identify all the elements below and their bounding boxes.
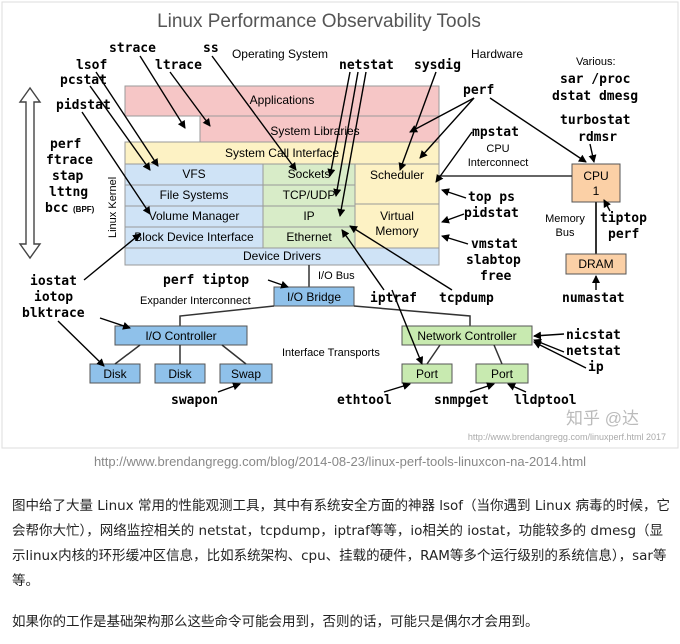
tool-snmpget: snmpget <box>434 393 489 408</box>
applications-layer <box>124 85 440 117</box>
credit-text: http://www.brendangregg.com/linuxperf.ht… <box>468 432 666 442</box>
tool-stap: stap <box>52 169 83 184</box>
tool-netstat-bottom: netstat <box>566 344 621 359</box>
ethernet-label: Ethernet <box>286 230 332 244</box>
tool-swapon: swapon <box>171 393 218 408</box>
tool-lldptool: lldptool <box>514 393 577 408</box>
tool-ip: ip <box>588 360 604 375</box>
tool-pcstat: pcstat <box>60 73 107 88</box>
sockets-label: Sockets <box>288 167 331 181</box>
expander-bus-line <box>179 305 275 326</box>
stack-double-arrow <box>18 86 42 260</box>
io-bridge-box <box>273 286 355 307</box>
tool-ethtool: ethtool <box>337 393 392 408</box>
tool-vmstat: vmstat <box>471 237 518 252</box>
cpu-label: CPU <box>583 169 608 183</box>
tool-arrows <box>57 55 611 393</box>
system-call-interface-label: System Call Interface <box>225 146 339 160</box>
port-2-label: Port <box>491 367 514 381</box>
volume-manager-label: Volume Manager <box>149 209 240 223</box>
tool-perf-left: perf <box>50 137 81 152</box>
virtual-memory-label-1: Virtual <box>380 209 414 223</box>
tool-perf-top: perf <box>463 83 494 98</box>
memory-bus-label-1: Memory <box>545 213 585 225</box>
disk-1-label: Disk <box>103 367 127 381</box>
cpu-interconnect-label-2: Interconnect <box>468 157 529 169</box>
tool-top-ps: top ps <box>468 190 515 205</box>
tool-strace: strace <box>109 41 156 56</box>
tool-sar-proc: sar /proc <box>560 72 630 87</box>
tool-perf-tiptop: perf tiptop <box>163 273 249 288</box>
tool-nicstat: nicstat <box>566 328 621 343</box>
linux-kernel-label: Linux Kernel <box>107 177 119 238</box>
file-systems-label: File Systems <box>160 188 229 202</box>
tool-tcpdump: tcpdump <box>439 291 494 306</box>
expander-interconnect-label: Expander Interconnect <box>140 295 251 307</box>
tool-bcc-note: (BPF) <box>73 205 95 214</box>
dram-box <box>565 253 627 275</box>
dram-label: DRAM <box>578 257 613 271</box>
tool-iotop: iotop <box>34 290 73 305</box>
interface-transports-label: Interface Transports <box>282 347 380 359</box>
tool-tiptop-right: tiptop <box>600 211 647 226</box>
disk-2-label: Disk <box>168 367 192 381</box>
applications-label: Applications <box>250 93 315 107</box>
cpu-number: 1 <box>593 184 600 198</box>
header-hw: Hardware <box>471 47 523 61</box>
diagram-title: Linux Performance Observability Tools <box>157 11 481 32</box>
tool-mpstat: mpstat <box>472 125 519 140</box>
tool-ftrace: ftrace <box>46 153 93 168</box>
device-drivers-layer <box>124 247 440 266</box>
tool-perf-right: perf <box>608 227 639 242</box>
various-label: Various: <box>576 56 616 68</box>
tool-lttng: lttng <box>49 185 88 200</box>
scheduler-label: Scheduler <box>370 168 424 182</box>
network-controller-label: Network Controller <box>417 329 516 343</box>
virtual-memory-label-2: Memory <box>375 224 418 238</box>
watermark: 知乎 @达 <box>566 409 639 428</box>
tcp-udp-label: TCP/UDP <box>283 188 336 202</box>
virtual-memory-layer <box>354 203 440 249</box>
perf-tools-diagram: Linux Performance Observability Tools Op… <box>1 1 679 449</box>
io-controller-box <box>114 325 248 346</box>
tool-numastat: numastat <box>562 291 625 306</box>
io-controller-label: I/O Controller <box>145 329 216 343</box>
tool-pidstat-left: pidstat <box>56 98 111 113</box>
description-paragraph: 图中给了大量 Linux 常用的性能观测工具，其中有系统安全方面的神器 lsof… <box>12 498 670 589</box>
tool-iptraf: iptraf <box>370 291 417 306</box>
block-device-interface-label: Block Device Interface <box>134 230 254 244</box>
tool-pidstat-right: pidstat <box>464 206 519 221</box>
network-controller-box <box>401 325 533 346</box>
tool-bcc: bcc <box>45 201 68 216</box>
tool-free: free <box>480 269 511 284</box>
tool-lsof: lsof <box>76 58 107 73</box>
tool-netstat-top: netstat <box>339 58 394 73</box>
tool-turbostat: turbostat <box>560 113 630 128</box>
io-bus-label: I/O Bus <box>318 270 355 282</box>
tool-ltrace: ltrace <box>155 58 202 73</box>
cpu-interconnect-label-1: CPU <box>486 143 509 155</box>
port-1-label: Port <box>416 367 439 381</box>
io-bridge-label: I/O Bridge <box>287 290 341 304</box>
tool-rdmsr: rdmsr <box>578 130 617 145</box>
device-drivers-label: Device Drivers <box>243 249 321 263</box>
vfs-label: VFS <box>182 167 205 181</box>
note-paragraph: 如果你的工作是基础架构那么这些命令可能会用到，否则的话，可能只是偶尔才会用到。 <box>12 614 539 630</box>
tool-ss: ss <box>203 41 219 56</box>
header-os: Operating System <box>232 47 328 61</box>
system-libraries-layer <box>199 115 440 143</box>
tool-dstat-dmesg: dstat dmesg <box>552 89 638 104</box>
tool-slabtop: slabtop <box>466 253 521 268</box>
cpu-box <box>571 163 621 203</box>
tool-sysdig: sysdig <box>414 58 461 73</box>
tool-iostat: iostat <box>30 274 77 289</box>
swap-label: Swap <box>231 367 261 381</box>
source-url-caption[interactable]: http://www.brendangregg.com/blog/2014-08… <box>93 454 587 469</box>
memory-bus-label-2: Bus <box>556 227 575 239</box>
network-bus-line <box>353 305 471 326</box>
tool-blktrace: blktrace <box>22 306 85 321</box>
ip-label: IP <box>303 209 314 223</box>
